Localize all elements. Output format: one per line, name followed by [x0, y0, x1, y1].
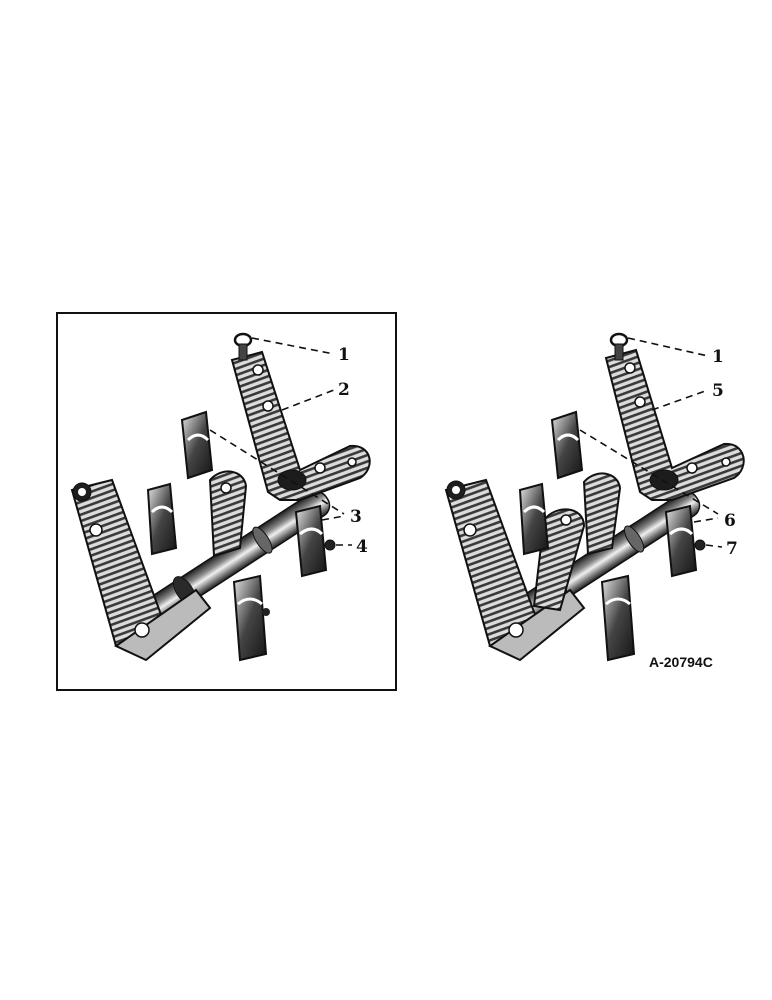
callout-right-7: 7 [726, 539, 738, 559]
bearing-block-lower-right [600, 574, 636, 662]
bearing-block-upper-right [550, 410, 584, 480]
callout-right-5: 5 [712, 381, 724, 401]
leader-right-6a [579, 429, 719, 515]
left-assembly-frame [56, 312, 397, 691]
right-assembly: 1 5 6 7 A-20794C [444, 332, 745, 670]
leader-right-6b [693, 517, 719, 523]
leader-left-3a [209, 429, 345, 515]
callout-right-6: 6 [724, 511, 736, 531]
bearing-block-upper [180, 410, 214, 480]
callout-right-1: 1 [712, 347, 724, 367]
bearing-block-lower [232, 574, 270, 662]
bearing-block-part-3 [294, 504, 328, 578]
leader-left-2 [281, 389, 335, 411]
leader-left-3b [321, 515, 345, 521]
leader-right-1 [627, 337, 709, 357]
callout-left-2: 2 [338, 380, 350, 400]
callout-left-3: 3 [350, 507, 362, 527]
leader-right-5 [651, 389, 709, 411]
leader-right-7 [705, 544, 723, 548]
left-assembly: 1 2 3 4 [56, 312, 397, 691]
pin-part-1 [233, 332, 253, 361]
bolt-part-4 [324, 539, 336, 551]
center-lever [208, 470, 248, 558]
pedal-arm-part-5 [604, 348, 745, 501]
pin-part-1-right [609, 332, 629, 361]
callout-left-4: 4 [356, 537, 368, 557]
bearing-block-part-6 [664, 504, 698, 578]
pedal-arm-part-2 [230, 350, 371, 501]
bolt-part-7 [694, 539, 706, 551]
figure-id: A-20794C [649, 654, 713, 670]
bearing-block-left-right [518, 482, 550, 556]
bearing-block-left [146, 482, 178, 556]
callout-left-1: 1 [338, 345, 350, 365]
leader-left-1 [251, 337, 335, 355]
pedal-lever-left [70, 478, 212, 662]
